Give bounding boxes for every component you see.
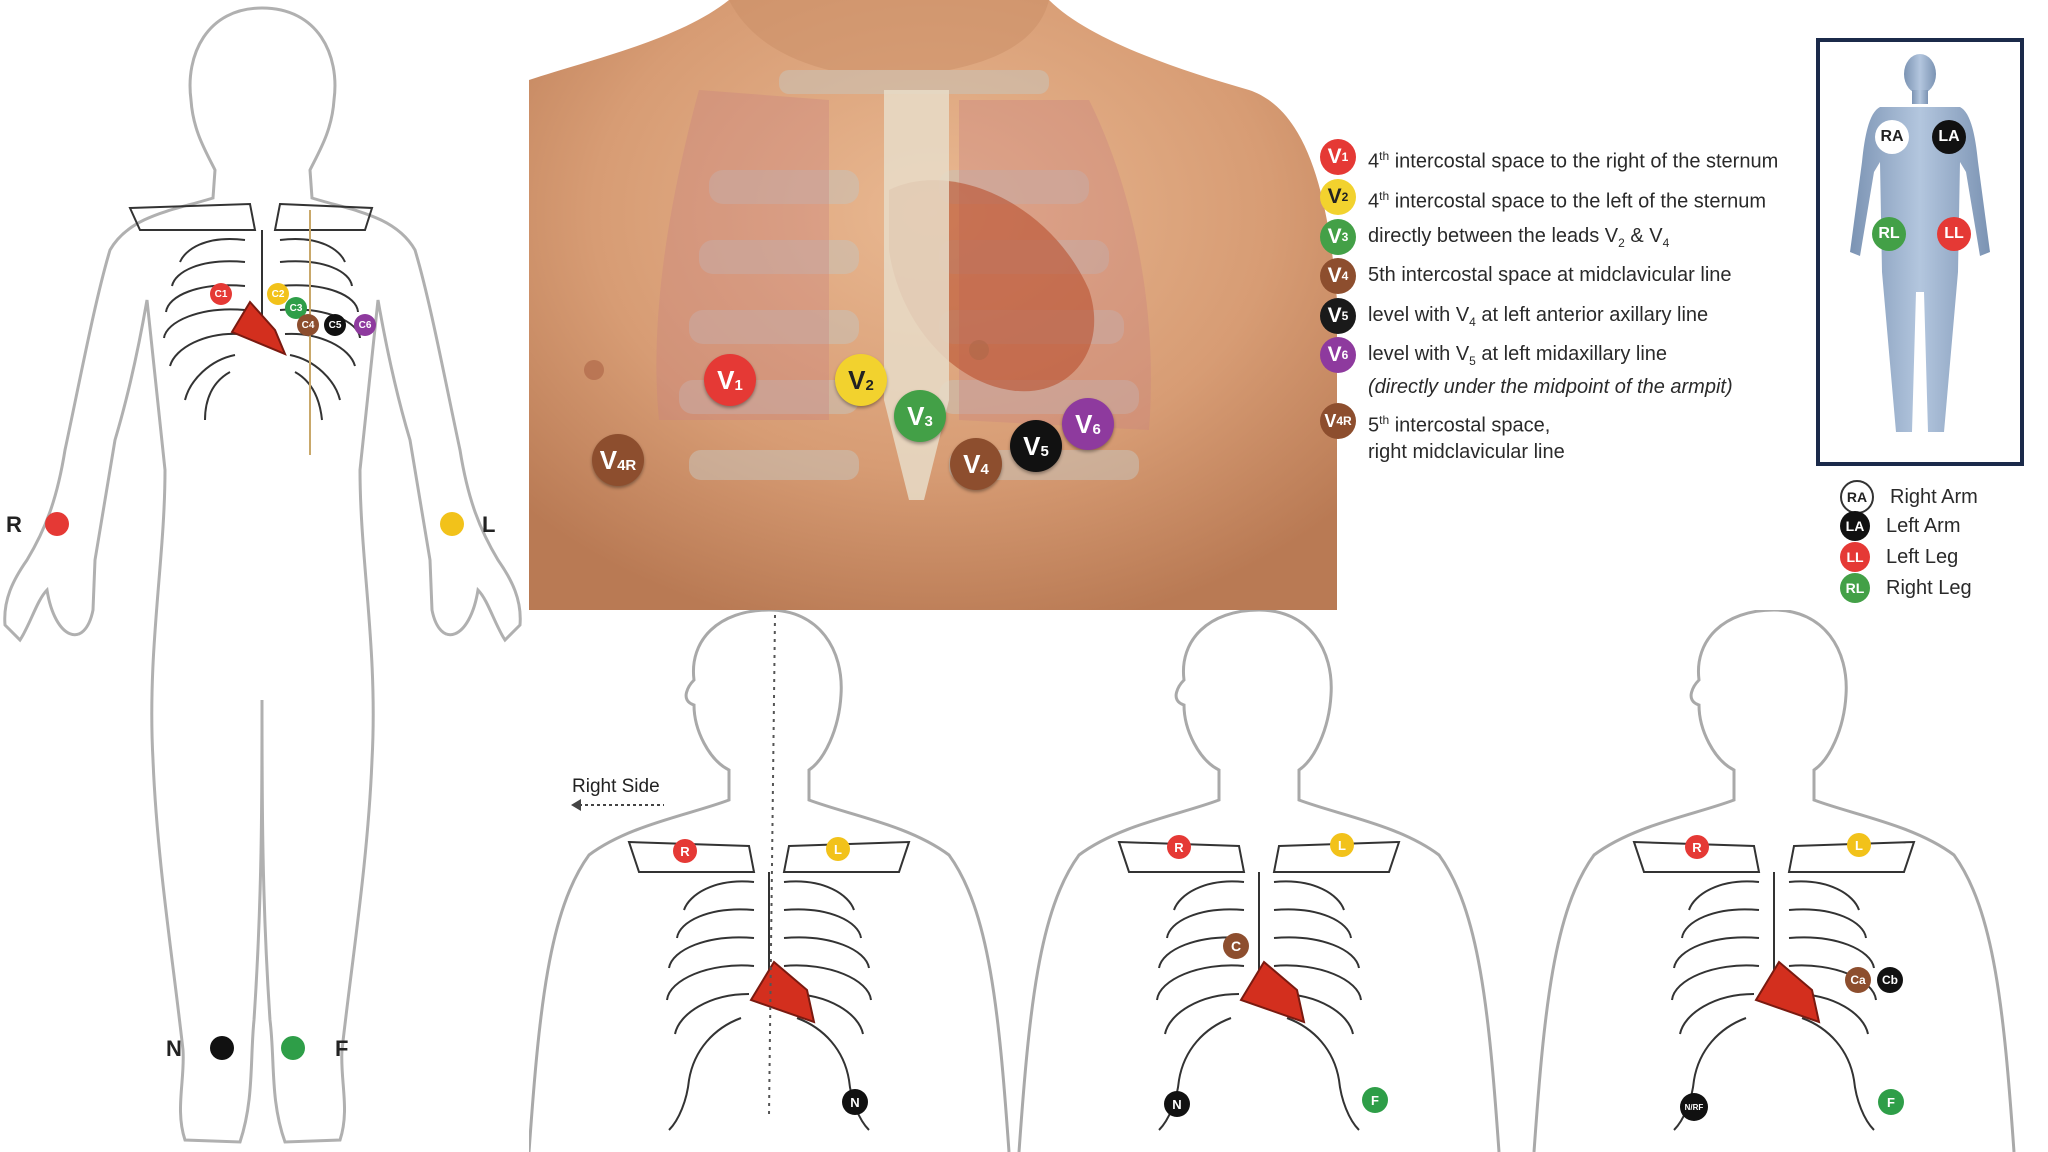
chest-illustration	[529, 0, 1337, 610]
limb-legend-item-ra: RA Right Arm	[1840, 480, 1978, 514]
limb-legend-item-la: LA Left Arm	[1840, 511, 1960, 541]
torso1-electrode-r: R	[673, 839, 697, 863]
torso1-electrode-l: L	[826, 837, 850, 861]
electrode-l-marker	[440, 512, 464, 536]
electrode-r-label: R	[6, 512, 22, 537]
electrode-c5: C5	[324, 314, 346, 336]
electrode-c3: C3	[285, 297, 307, 319]
limb-badge-la: LA	[1932, 120, 1966, 154]
torso3-electrode-ca: Ca	[1845, 967, 1871, 993]
limb-badge-ll: LL	[1937, 217, 1971, 251]
limb-badge-ra: RA	[1875, 120, 1909, 154]
electrode-f-marker	[281, 1036, 305, 1060]
limb-legend-badge-ra: RA	[1840, 480, 1874, 514]
electrode-f-label: F	[335, 1036, 349, 1061]
limb-legend-item-ll: LL Left Leg	[1840, 542, 1958, 572]
electrode-n-label: N	[166, 1036, 182, 1061]
electrode-c6: C6	[354, 314, 376, 336]
electrode-r-marker	[45, 512, 69, 536]
limb-legend-badge-ll: LL	[1840, 542, 1870, 572]
torso2-electrode-r: R	[1167, 835, 1191, 859]
torso3-electrode-cb: Cb	[1877, 967, 1903, 993]
limb-badge-rl: RL	[1872, 217, 1906, 251]
torso2-electrode-n: N	[1164, 1091, 1190, 1117]
limb-legend-item-rl: RL Right Leg	[1840, 573, 1972, 603]
torso1-electrode-n: N	[842, 1089, 868, 1115]
torso3-electrode-nrf: N/RF	[1680, 1093, 1708, 1121]
electrode-c1: C1	[210, 283, 232, 305]
electrode-n-marker	[210, 1036, 234, 1060]
torso-diagrams	[529, 610, 2016, 1152]
limb-legend-badge-la: LA	[1840, 511, 1870, 541]
limb-lead-figure	[1816, 38, 2024, 466]
full-body-diagram	[3, 6, 522, 1144]
torso2-electrode-l: L	[1330, 833, 1354, 857]
torso2-electrode-c: C	[1223, 933, 1249, 959]
torso3-electrode-r: R	[1685, 835, 1709, 859]
torso3-electrode-f: F	[1878, 1089, 1904, 1115]
electrode-l-label: L	[482, 512, 496, 537]
right-side-label: Right Side	[572, 776, 660, 797]
torso2-electrode-f: F	[1362, 1087, 1388, 1113]
limb-legend-badge-rl: RL	[1840, 573, 1870, 603]
electrode-c4: C4	[297, 314, 319, 336]
electrode-c2: C2	[267, 283, 289, 305]
torso3-electrode-l: L	[1847, 833, 1871, 857]
